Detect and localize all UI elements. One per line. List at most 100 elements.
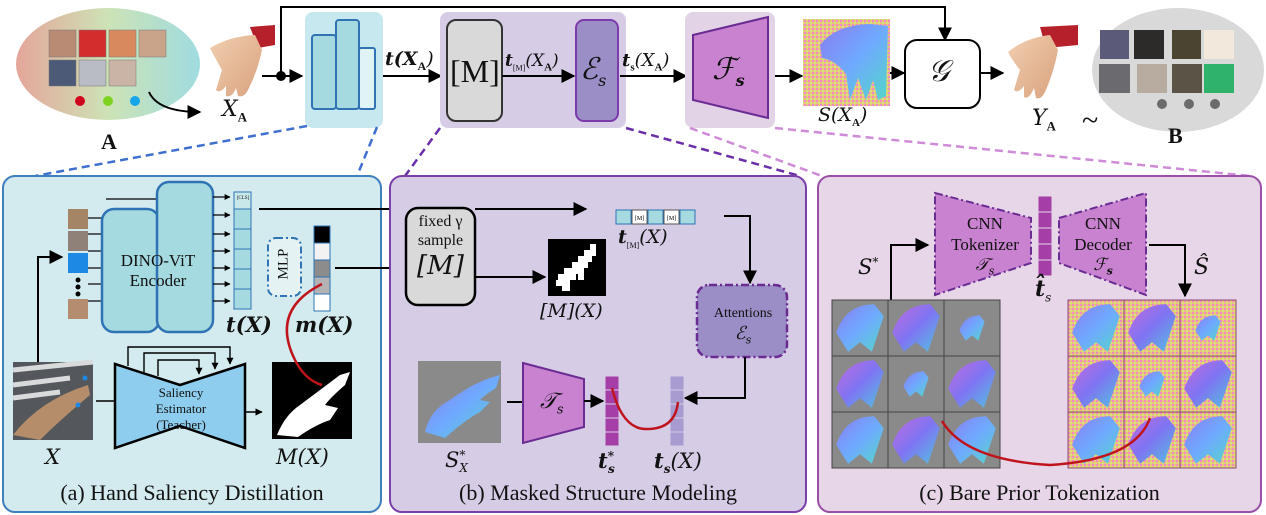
- input-image-x: [12, 359, 94, 440]
- output-y-symbol: Y: [1032, 106, 1047, 131]
- tm-xa-label: t[M](XA): [505, 51, 559, 74]
- reconstruction-loss-curve: [940, 417, 1152, 467]
- mask-image-label: M(X): [276, 445, 329, 469]
- mask-token: [313, 276, 331, 295]
- hand-shape: [836, 416, 884, 464]
- tm-t: t: [505, 51, 513, 71]
- hand-shape: [1128, 416, 1176, 464]
- structure-grid-input: [831, 299, 1001, 469]
- token-column-t-x: [233, 191, 252, 310]
- mask-token: [313, 242, 331, 261]
- t-xa-label: t(XA): [385, 48, 434, 73]
- t-xa-sub: A: [417, 58, 427, 73]
- patch-input-lines: [88, 198, 160, 302]
- ts-sub: s: [556, 402, 564, 418]
- sampler-block: [404, 206, 477, 307]
- hand-shape: [892, 304, 940, 352]
- sx-star-label: S*X: [445, 448, 468, 475]
- ts-tokenizer-label: 𝒯s: [540, 389, 564, 417]
- tsx-t: t: [654, 448, 664, 473]
- encoder-line-1: DINO-ViT: [120, 251, 196, 270]
- input-x-sub: A: [237, 109, 248, 125]
- that-label: t̂s: [1035, 276, 1051, 304]
- hand-shape: [1072, 304, 1120, 352]
- visible-token: [647, 209, 664, 225]
- hand-shape: [836, 304, 884, 352]
- fs-sub: s: [735, 71, 745, 90]
- tok-symbol: 𝒯: [975, 255, 989, 275]
- tsx-arg: (X): [670, 449, 702, 473]
- sstar-sup: *: [872, 255, 879, 269]
- mask-block: [446, 19, 503, 122]
- tsx-sub: s: [663, 462, 671, 477]
- attention-block: [695, 283, 789, 359]
- ts-sub: s: [630, 61, 635, 74]
- attention-line-1: Attentions: [713, 306, 773, 321]
- visible-token: [615, 209, 632, 225]
- sx-sup: *: [459, 448, 466, 462]
- dataset-b-cluster: [1092, 8, 1264, 132]
- ts-symbol: 𝒯: [540, 389, 557, 414]
- panel-c-caption: (c) Bare Prior Tokenization: [919, 480, 1160, 505]
- dec-line-1: CNN: [1085, 214, 1121, 233]
- encoder-line-2: Encoder: [129, 271, 187, 290]
- encoder-icon: [311, 19, 376, 110]
- skip-connection: [280, 6, 952, 76]
- dino-vit-block-2: [155, 180, 215, 334]
- that-sub: s: [1045, 290, 1052, 305]
- tstar-t: t: [598, 448, 608, 473]
- ts-x-label: ts(X): [654, 448, 702, 476]
- hand-shape: [836, 360, 884, 408]
- mask-token: [313, 293, 331, 312]
- masked-token: [663, 209, 680, 225]
- s-xa-label: S(XA): [818, 104, 868, 129]
- masked-token-label: [M]: [635, 216, 644, 222]
- g-block-label: 𝒢: [928, 54, 950, 89]
- hand-shape: [1184, 360, 1232, 408]
- structure-grid-reconstructed: [1067, 299, 1237, 469]
- visible-token: [679, 209, 696, 225]
- ts-arg: (X: [634, 50, 655, 71]
- sstar-label: S*: [858, 255, 878, 279]
- hand-shape: [903, 371, 929, 397]
- attention-sub: s: [745, 333, 752, 347]
- mask-map-image: [548, 239, 606, 296]
- m-of-x-label: m(X): [295, 312, 354, 337]
- es-block: [575, 19, 619, 122]
- saliency-skip-connections: [127, 346, 234, 376]
- mask-token-column: [313, 225, 331, 312]
- structure-gt-image: [418, 361, 501, 443]
- tstar-label: t*s: [598, 448, 615, 476]
- input-x-symbol: X: [222, 97, 238, 122]
- ts-t: t: [622, 50, 631, 71]
- hand-shape: [1184, 416, 1232, 464]
- dot-red: [75, 96, 85, 106]
- x-image-label: X: [45, 445, 60, 469]
- tok-sub: s: [988, 264, 995, 278]
- connector-c-left: [689, 126, 823, 178]
- t-xa-text: t(X: [385, 48, 418, 70]
- distribution-tilde: ~: [1082, 104, 1099, 137]
- tm-x-sub: [M]: [626, 240, 640, 250]
- es-sub: s: [598, 71, 607, 90]
- sampler-line-2: sample: [417, 232, 464, 249]
- ts-xa-label: ts(XA): [622, 50, 670, 74]
- mask-token: [313, 259, 331, 278]
- that-token-column: [1037, 195, 1053, 277]
- panel-b-caption: (b) Masked Structure Modeling: [459, 480, 737, 505]
- sx-sub: X: [459, 461, 468, 476]
- cnn-decoder-shape: [1058, 191, 1147, 297]
- tstar-sup: *: [607, 449, 614, 463]
- masked-token: [631, 209, 648, 225]
- t-of-x-label: t(X): [226, 312, 272, 337]
- saliency-estimator-block: [113, 362, 247, 450]
- hand-shape: [1139, 371, 1165, 397]
- dataset-a-thumbnails: [48, 29, 167, 87]
- tm-x-arg: (X): [639, 226, 668, 248]
